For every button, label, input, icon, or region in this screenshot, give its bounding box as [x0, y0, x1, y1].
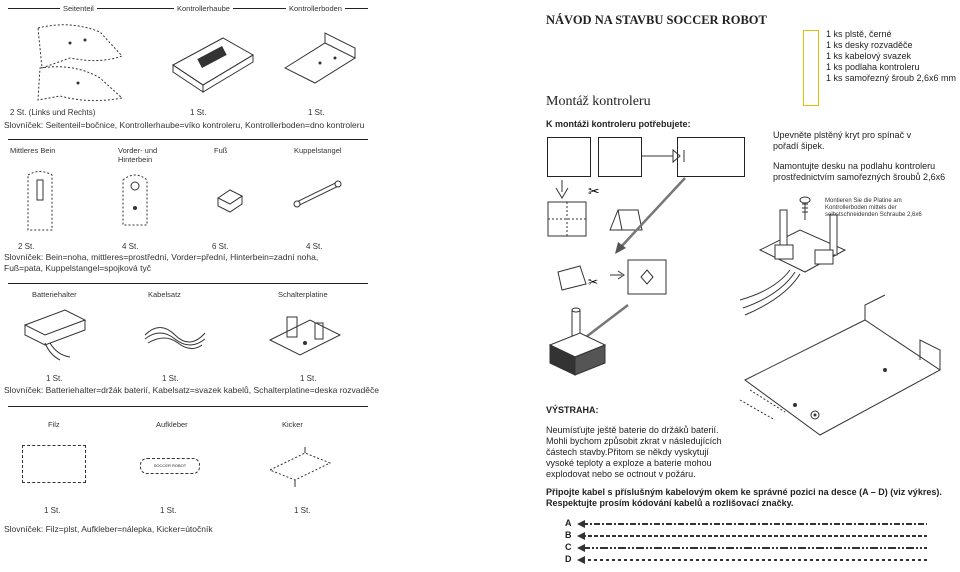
cable-coding-strip: A B C D	[565, 518, 935, 568]
instruction-line: Respektujte prosím kódování kabelů a roz…	[546, 498, 794, 508]
warning-title: VÝSTRAHA:	[546, 405, 599, 415]
coupling-rod-drawing	[293, 180, 342, 208]
part-quantity: 2 St.	[18, 242, 35, 251]
side-panel-drawing	[37, 24, 124, 102]
glossary-caption: Slovníček: Filz=plst, Aufkleber=nálepka,…	[4, 524, 213, 534]
middle-leg-drawing	[27, 171, 53, 231]
front-rear-leg-drawing	[122, 174, 148, 226]
instruction-line: Připojte kabel s příslušným kabelovým ok…	[546, 487, 942, 497]
warning-line: Neumísťujte ještě baterie do držáků bate…	[546, 425, 719, 435]
step-2-text: Namontujte desku na podlahu kontroleru p…	[773, 161, 946, 182]
foot-drawing	[217, 189, 243, 213]
part-quantity: 4 St.	[306, 242, 323, 251]
part-label-kuppelstangel: Kuppelstangel	[294, 146, 342, 155]
part-label-vorder-hinterbein: Vorder- und Hinterbein	[118, 146, 158, 164]
felt-piece-box	[677, 137, 745, 177]
yellow-marker	[803, 30, 819, 106]
parts-list-item: 1 ks kabelový svazek	[826, 51, 912, 61]
part-label-schalterplatine: Schalterplatine	[278, 290, 328, 299]
part-quantity: 4 St.	[122, 242, 139, 251]
parts-list: 1 ks plstě, černé 1 ks desky rozvaděče 1…	[826, 29, 956, 84]
part-quantity: 2 St. (Links und Rechts)	[10, 108, 96, 117]
warning-line: částech stavby.Přitom se někdy vyskytují	[546, 447, 709, 457]
parts-list-item: 1 ks desky rozvaděče	[826, 40, 913, 50]
part-label-filz: Filz	[48, 420, 60, 429]
figure-caption-line: selbstschneidenden Schraube 2,6x6	[825, 212, 922, 218]
cable-lines-drawing	[577, 520, 927, 564]
part-quantity: 1 St.	[190, 108, 207, 117]
part-quantity: 1 St.	[300, 374, 317, 383]
part-label-kontrollerboden: Kontrollerboden	[286, 4, 345, 13]
controller-base-drawing	[283, 32, 357, 84]
glossary-caption: Slovníček: Bein=noha, mittleres=prostřed…	[4, 252, 319, 273]
cable-letter-b: B	[565, 530, 572, 540]
figure-caption: Montieren Sie die Platine am Kontrollerb…	[825, 198, 935, 219]
part-label-fuss: Fuß	[214, 146, 228, 155]
warning-text: Neumísťujte ještě baterie do držáků bate…	[546, 425, 736, 480]
part-quantity: 1 St.	[308, 108, 325, 117]
part-label-batteriehalter: Batteriehalter	[32, 290, 77, 299]
part-quantity: 1 St.	[44, 506, 61, 515]
part-quantity: 1 St.	[46, 374, 63, 383]
glossary-caption: Slovníček: Batteriehalter=držák baterií,…	[4, 385, 379, 395]
switch-board-drawing	[268, 316, 342, 356]
felt-drawing	[22, 445, 86, 483]
parts-list-item: 1 ks podlaha kontroleru	[826, 62, 920, 72]
part-label-kontrollerhaube: Kontrollerhaube	[174, 4, 233, 13]
part-label-aufkleber: Aufkleber	[156, 420, 188, 429]
warning-line: vysoké teploty a exploze a baterie mohou	[546, 458, 712, 468]
part-quantity: 6 St.	[212, 242, 229, 251]
part-label-seitenteil: Seitenteil	[60, 4, 97, 13]
step-1-text: Upevněte plstěný kryt pro spínač v pořad…	[773, 130, 912, 151]
page-title: NÁVOD NA STAVBU SOCCER ROBOT	[546, 13, 767, 27]
section-title: Montáž kontroleru	[546, 94, 651, 109]
cable-letter-a: A	[565, 518, 572, 528]
figure-caption-line: Kontrollerboden mittels der	[825, 205, 897, 211]
warning-line: explodovat nebo se octnout v požáru.	[546, 469, 696, 479]
part-quantity: 1 St.	[162, 374, 179, 383]
svg-text:✂: ✂	[588, 184, 600, 200]
part-quantity: 1 St.	[160, 506, 177, 515]
part-label-kicker: Kicker	[282, 420, 303, 429]
needs-label: K montáži kontroleru potřebujete:	[546, 119, 691, 129]
svg-text:✂: ✂	[588, 275, 598, 289]
divider	[8, 139, 368, 140]
kicker-drawing	[268, 447, 332, 487]
controller-cover-drawing	[172, 37, 254, 93]
battery-holder-drawing	[23, 309, 87, 361]
divider	[8, 283, 368, 284]
parts-list-item: 1 ks samořezný šroub 2,6x6 mm	[826, 73, 957, 83]
board-drawing	[739, 196, 941, 436]
glossary-caption: Slovníček: Seitenteil=bočnice, Kontrolle…	[4, 120, 365, 130]
part-label-mittleres-bein: Mittleres Bein	[10, 146, 56, 155]
part-quantity: 1 St.	[294, 506, 311, 515]
felt-piece-box	[547, 137, 591, 177]
part-label-kabelsatz: Kabelsatz	[148, 290, 181, 299]
switch-assembly-drawing	[548, 307, 607, 376]
connection-instruction: Připojte kabel s příslušným kabelovým ok…	[546, 487, 956, 509]
felt-piece-box	[598, 137, 642, 177]
parts-list-item: 1 ks plstě, černé	[826, 29, 892, 39]
divider	[8, 406, 368, 407]
cable-letter-c: C	[565, 542, 572, 552]
sticker-drawing: SOCCER ROBOT	[140, 458, 200, 474]
cable-letter-d: D	[565, 554, 572, 564]
figure-caption-line: Montieren Sie die Platine am	[825, 198, 902, 204]
controller-board-figure: Montieren Sie die Platine am Kontrollerb…	[735, 190, 945, 450]
warning-line: Mohli bychom způsobit zkrat v následujíc…	[546, 436, 722, 446]
cable-harness-drawing	[144, 327, 206, 349]
